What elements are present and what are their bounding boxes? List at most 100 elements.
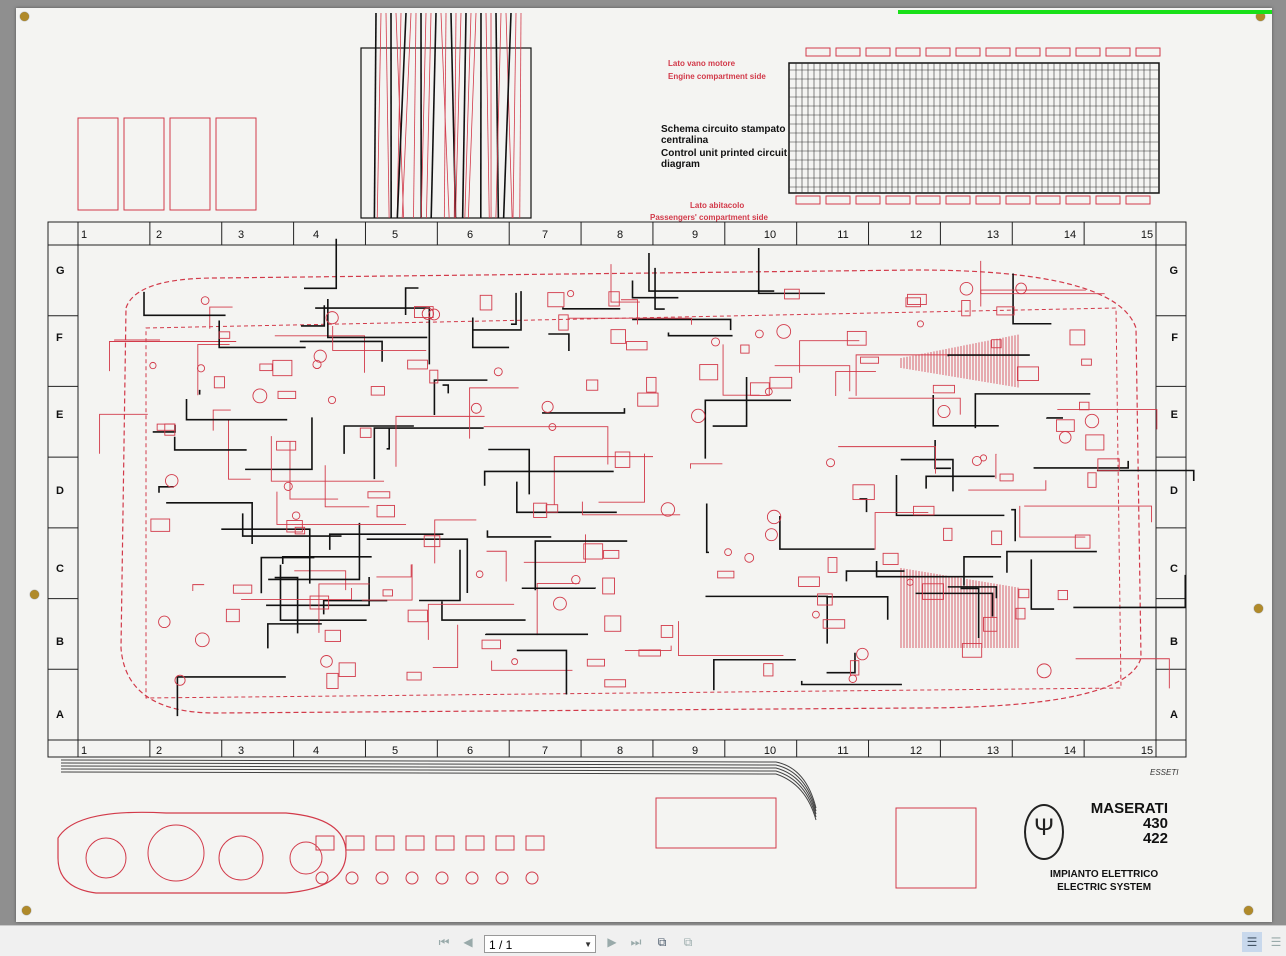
- wire: [859, 499, 866, 512]
- component: [424, 536, 440, 547]
- connector: [567, 290, 573, 296]
- component: [548, 293, 564, 307]
- wire: [1034, 461, 1129, 468]
- title-it-1: Schema circuito stampato: [661, 124, 785, 135]
- warning-lamp: [496, 872, 508, 884]
- first-page-button[interactable]: ⏮: [436, 934, 452, 950]
- pcb-connector: [976, 196, 1000, 204]
- connector: [725, 549, 732, 556]
- fusebox-wire: [413, 13, 416, 218]
- component: [383, 590, 392, 596]
- column-label: 1: [81, 229, 87, 241]
- gauge: [219, 836, 263, 880]
- component: [407, 672, 421, 680]
- passenger-side-label-en: Passengers' compartment side: [650, 213, 768, 222]
- column-label: 15: [1141, 745, 1153, 757]
- component: [219, 332, 230, 339]
- component: [157, 424, 175, 430]
- connector: [711, 338, 719, 346]
- previous-view-icon: ⧉: [658, 935, 667, 949]
- connector: [857, 648, 869, 660]
- maserati-trident-logo: Ψ: [1024, 804, 1064, 860]
- page-number-select[interactable]: 1 / 1▼: [484, 935, 596, 953]
- wire: [492, 661, 573, 671]
- component: [1056, 420, 1074, 432]
- connector: [765, 529, 777, 541]
- wire: [707, 504, 709, 553]
- wire: [261, 558, 314, 594]
- gauge: [86, 838, 126, 878]
- wire: [434, 380, 487, 415]
- wire: [1031, 559, 1054, 609]
- module: [656, 798, 776, 848]
- pcb-connector: [916, 196, 940, 204]
- wire: [241, 588, 351, 600]
- wire: [826, 597, 887, 620]
- component: [992, 531, 1002, 545]
- connector: [1016, 283, 1027, 294]
- warning-lamp: [346, 872, 358, 884]
- pcb-connector: [886, 196, 910, 204]
- next-page-icon: ▶: [607, 935, 616, 949]
- previous-view-button[interactable]: ⧉: [654, 934, 670, 950]
- pcb-connector: [1136, 48, 1160, 56]
- continuous-view-button[interactable]: ☰: [1268, 934, 1284, 950]
- component: [1019, 589, 1029, 597]
- single-page-view-button[interactable]: ☰: [1242, 932, 1262, 952]
- component: [962, 300, 970, 315]
- last-page-button[interactable]: ⏭: [628, 934, 644, 950]
- component: [799, 577, 820, 586]
- wire: [485, 471, 614, 485]
- row-label: F: [1171, 332, 1178, 344]
- wire: [632, 319, 731, 330]
- wire: [396, 416, 485, 466]
- wire: [916, 593, 993, 616]
- wire: [511, 293, 516, 324]
- warning-lamp: [526, 872, 538, 884]
- connector: [572, 575, 580, 583]
- next-page-button[interactable]: ▶: [604, 934, 620, 950]
- scan-marker: [898, 10, 1272, 14]
- pcb-outline: [789, 63, 1159, 193]
- connector: [314, 350, 326, 362]
- column-label: 8: [617, 229, 623, 241]
- pcb-connector: [1016, 48, 1040, 56]
- pcb-connector: [836, 48, 860, 56]
- connector: [1059, 432, 1071, 444]
- connector: [777, 325, 791, 339]
- wire: [115, 340, 160, 341]
- component: [823, 620, 845, 628]
- wire: [933, 395, 999, 426]
- wire: [723, 344, 760, 395]
- connector-block: [896, 808, 976, 888]
- next-view-button[interactable]: ⧉: [680, 934, 696, 950]
- relay: [436, 836, 454, 850]
- connector: [253, 389, 267, 403]
- pcb-connector: [956, 48, 980, 56]
- connector: [765, 388, 772, 395]
- wiring-diagram: 1122334455667788991010111112121313141415…: [16, 8, 1272, 922]
- component: [1098, 459, 1119, 471]
- component: [1058, 590, 1067, 599]
- component: [1088, 473, 1096, 488]
- component: [861, 357, 879, 363]
- wire: [668, 333, 732, 336]
- wire: [875, 513, 928, 550]
- previous-page-button[interactable]: ◀: [460, 934, 476, 950]
- wire: [487, 530, 551, 537]
- column-label: 8: [617, 745, 623, 757]
- wire: [896, 475, 1004, 515]
- wire: [714, 660, 796, 691]
- pcb-connector: [826, 196, 850, 204]
- warning-lamp: [436, 872, 448, 884]
- wire: [611, 264, 640, 302]
- pin: [1244, 906, 1253, 915]
- component: [661, 625, 673, 637]
- wire: [153, 425, 175, 432]
- wire: [848, 398, 960, 414]
- grid-inner-frame: [78, 245, 1156, 740]
- gauge: [290, 842, 322, 874]
- wire: [975, 394, 1090, 428]
